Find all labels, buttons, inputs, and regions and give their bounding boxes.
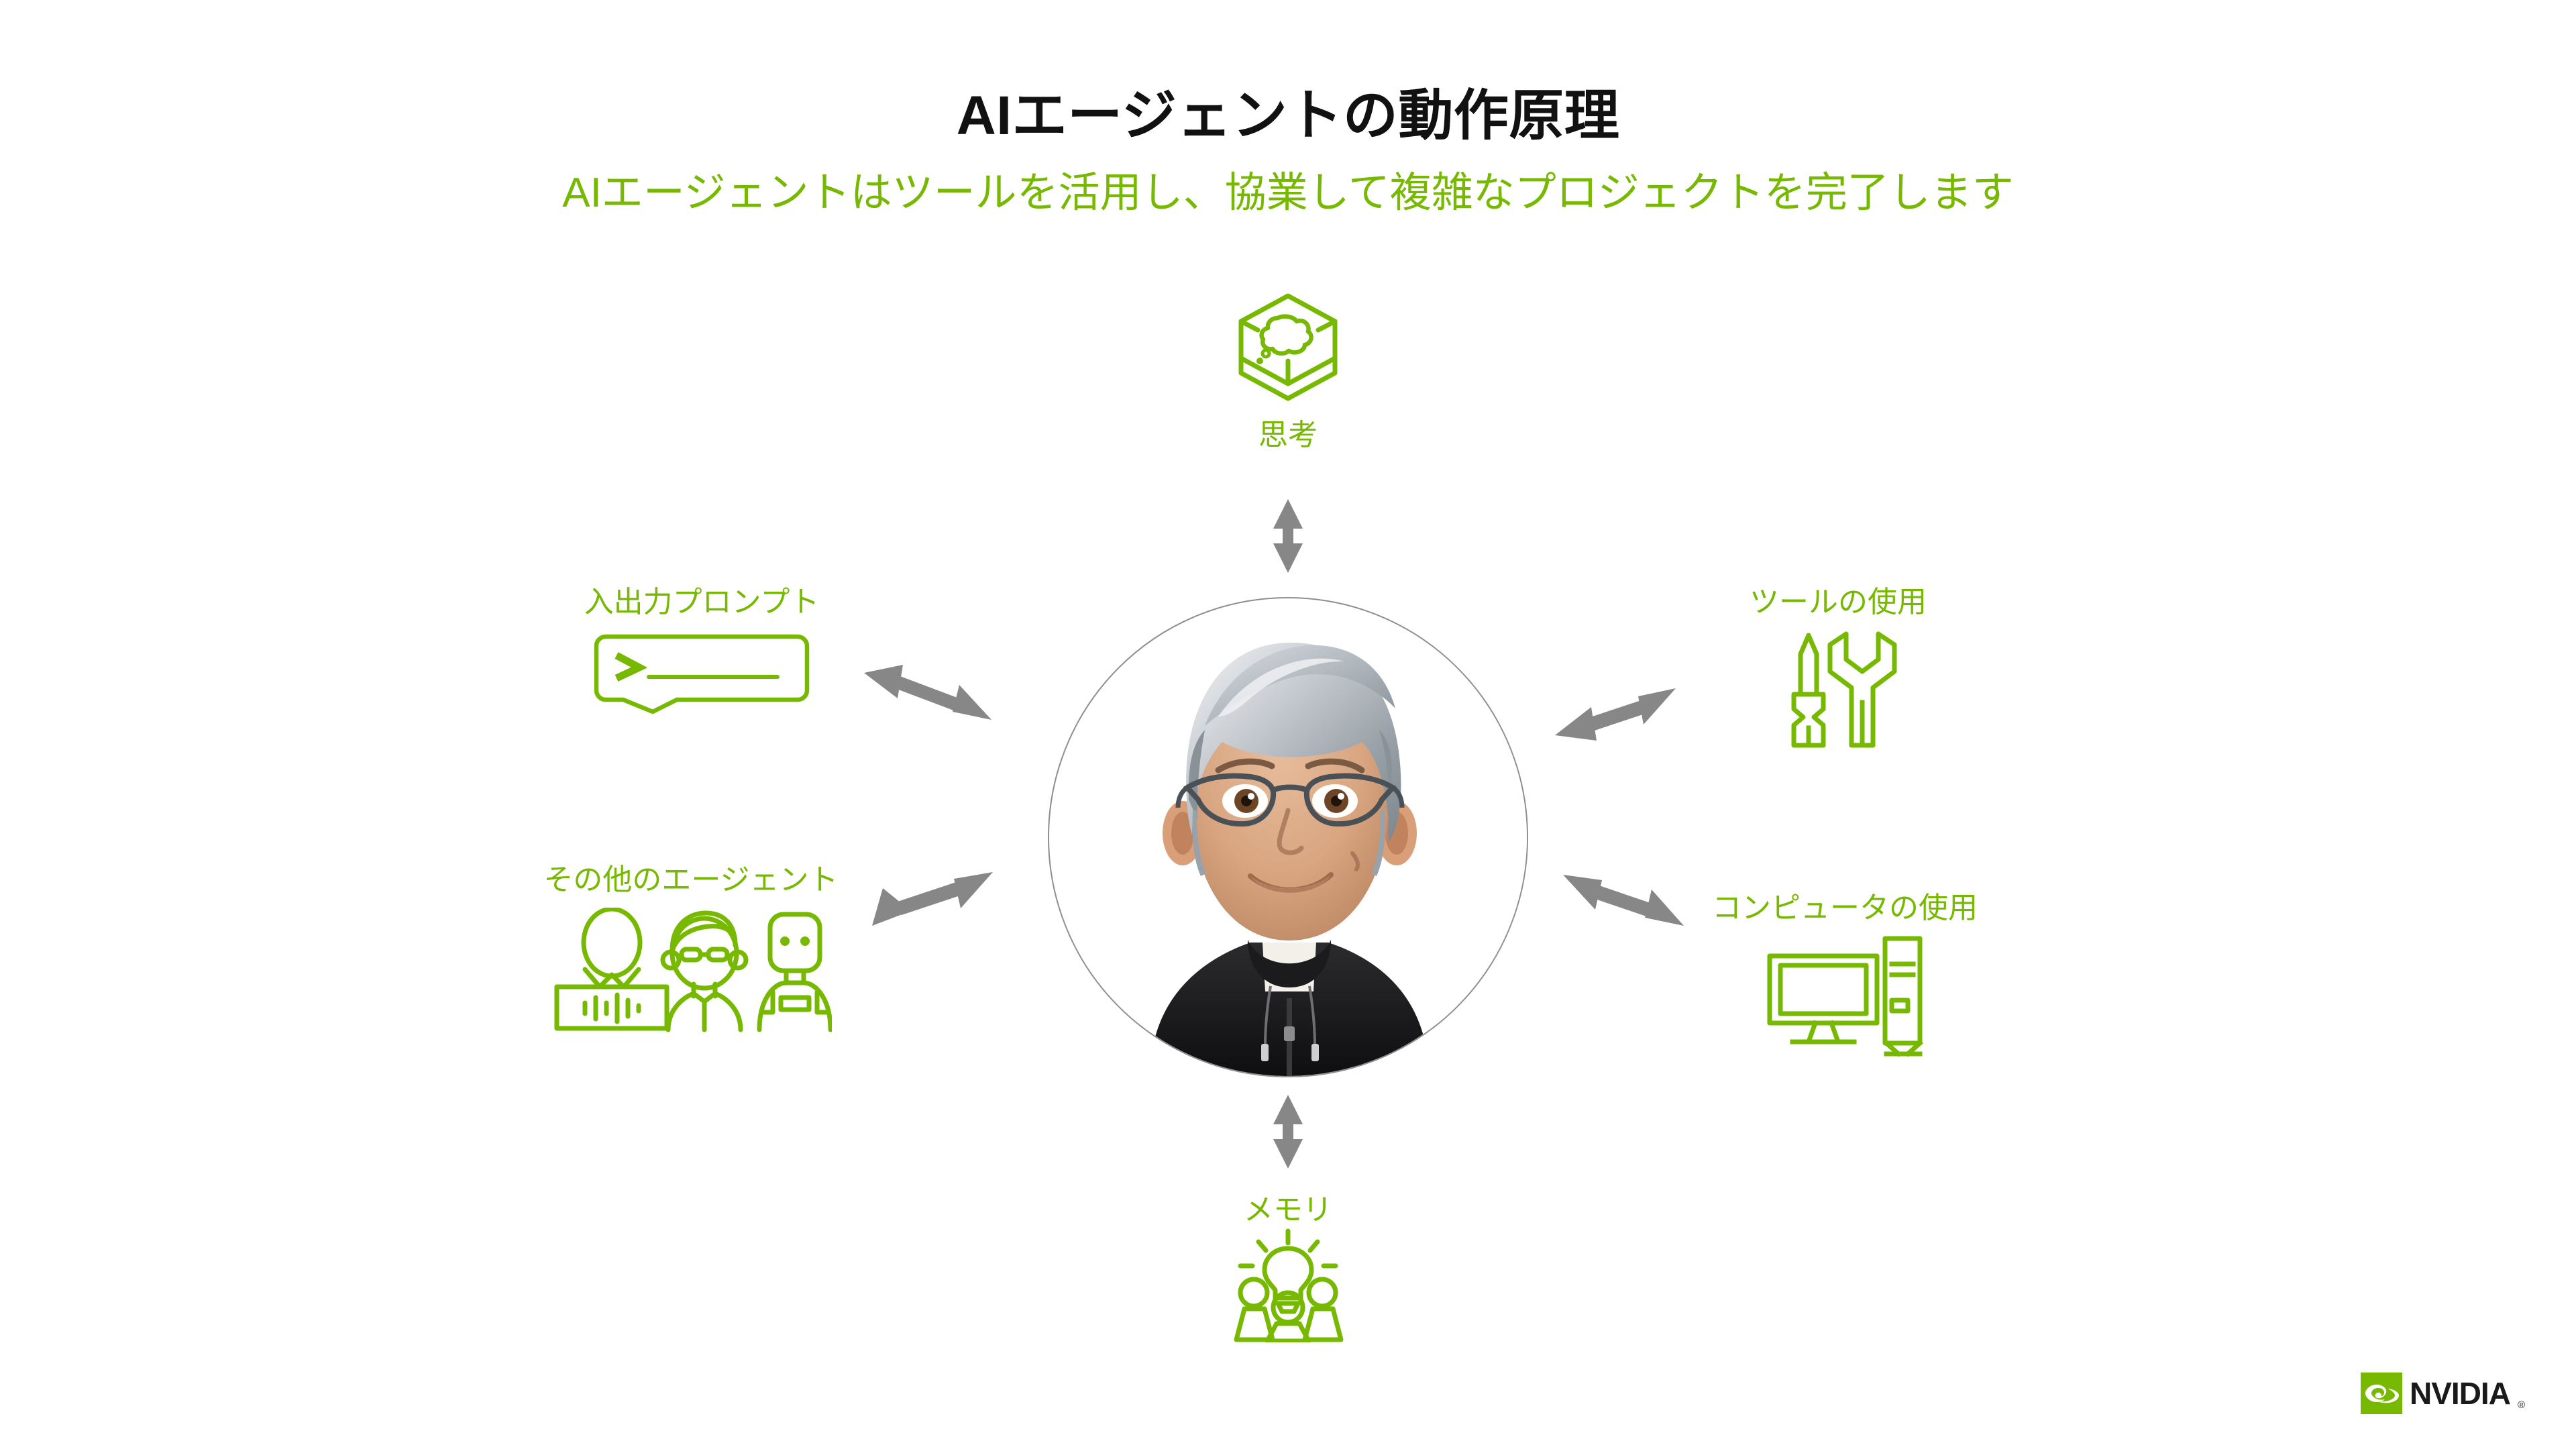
page-title: AIエージェントの動作原理 <box>956 85 1620 146</box>
connector-other-agents <box>872 872 993 926</box>
connector-tool-use <box>1555 688 1676 741</box>
avatar-illustration <box>1050 599 1527 1076</box>
nvidia-wordmark: NVIDIA <box>2410 1376 2511 1411</box>
connector-computer-use <box>1563 875 1684 926</box>
connector-thinking <box>1273 499 1303 573</box>
node-prompt: 入出力プロンプト <box>514 585 890 717</box>
node-label-thinking: 思考 <box>1258 419 1318 451</box>
connector-memory <box>1273 1095 1303 1169</box>
node-label-memory: メモリ <box>1244 1193 1332 1226</box>
node-thinking: 思考 <box>1201 291 1375 453</box>
lightbulb-people-icon <box>1234 1228 1344 1342</box>
avatar <box>1048 597 1528 1077</box>
node-tool-use: ツールの使用 <box>1690 585 1986 751</box>
page-subtitle: AIエージェントはツールを活用し、協業して複雑なプロジェクトを完了します <box>562 170 2014 216</box>
node-label-other-agents: その他のエージェント <box>543 863 839 896</box>
prompt-speech-bubble-icon <box>594 634 810 714</box>
nvidia-eye-mark-icon <box>2361 1373 2403 1414</box>
three-agents-icon <box>554 907 832 1032</box>
node-other-agents: その他のエージェント <box>470 863 912 1035</box>
node-label-tool-use: ツールの使用 <box>1750 586 1927 619</box>
node-label-computer-use: コンピュータの使用 <box>1712 892 1978 924</box>
registered-mark: ® <box>2517 1399 2525 1411</box>
screwdriver-wrench-icon <box>1791 631 1897 748</box>
connector-prompt <box>864 665 991 720</box>
monitor-tower-icon <box>1767 936 1923 1057</box>
nvidia-logo: NVIDIA ® <box>2361 1373 2525 1414</box>
node-label-prompt: 入出力プロンプト <box>584 586 820 619</box>
hexagon-thought-bubble-icon <box>1238 293 1338 401</box>
node-computer-use: コンピュータの使用 <box>1664 891 2026 1057</box>
node-memory: メモリ <box>1201 1183 1375 1342</box>
